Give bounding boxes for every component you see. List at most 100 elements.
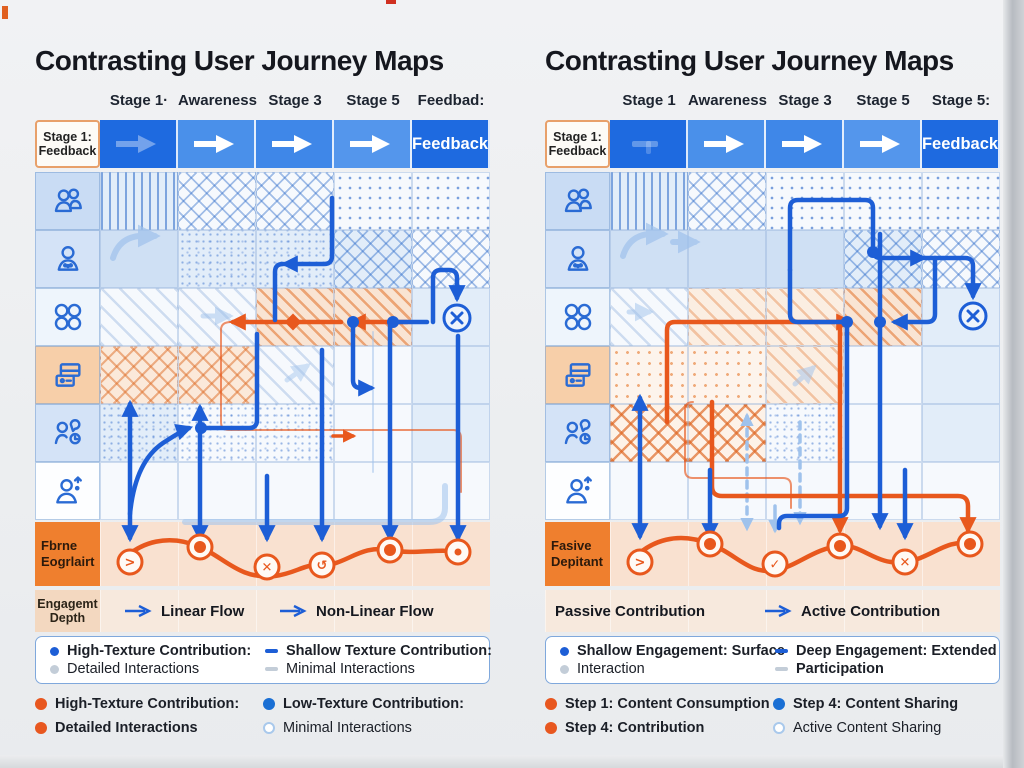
legend-item: High-Texture Contribution: [35,692,263,716]
grid-row [35,404,490,462]
grid-row [545,172,1000,230]
grid-cell [412,288,490,346]
legend-bullet-icon [545,722,557,734]
header-arrow-cell [178,120,256,168]
header-arrow-cell [766,120,844,168]
legend-item: Detailed Interactions [50,660,265,678]
column-header: Stage 5 [856,92,910,109]
grid-cell [610,172,688,230]
users-icon [564,188,592,213]
column-header: Stage 5: [931,92,991,109]
arrow-right-icon [116,135,156,153]
flow-legend-item: Linear Flow [123,590,244,632]
arrow-dash-icon [632,141,658,154]
grid-cell [178,346,256,404]
grid-row [545,462,1000,520]
legend-item: Interaction [560,660,775,678]
window-edge-right [1003,0,1024,768]
grid-cell [610,462,688,520]
legend-item: High-Texture Contribution: [50,642,265,660]
grid-cell [412,172,490,230]
page-title: Contrasting User Journey Maps [35,44,444,76]
grid-cell [922,230,1000,288]
texture-legend-box: High-Texture Contribution: Detailed Inte… [35,636,492,684]
legend-bullet-icon [560,664,569,674]
row-icon-cell [35,346,100,404]
column-header: Stage 3 [778,92,832,109]
column-header: Feedbad: [417,92,485,109]
row-icon-cell [35,404,100,462]
grid-cell [100,288,178,346]
grid-cell [334,288,412,346]
grid-cell [100,172,178,230]
grid-row [35,346,490,404]
grid-cell [610,230,688,288]
engagement-band: Fbrne Eogrlairt [35,522,490,586]
column-headers: Stage 1 Awareness Stage 3 Stage 5 Stage … [610,92,1000,116]
engagement-band: Fasive Depitant [545,522,1000,586]
legend-item: Participation [775,660,997,678]
grid-cell [100,230,178,288]
bottom-legend: Step 1: Content Consumption Step 4: Cont… [545,692,1000,740]
arrow-right-icon [194,135,234,153]
stage-label-line: Feedback [38,144,97,158]
grid-cell [610,404,688,462]
legend-item: Active Content Sharing [773,716,1000,740]
journey-map-panel-left: Contrasting User Journey Maps Stage 1· A… [35,0,492,768]
flow-arrow-icon [765,604,792,618]
stage-label-box: Stage 1: Feedback [35,120,100,168]
grid-cell [178,404,256,462]
header-arrow-cell [256,120,334,168]
flow-legend-row: Passive Contribution Active Contribution [545,590,1000,632]
row-icon-cell [545,404,610,462]
grid-cell [256,288,334,346]
grid-cell [100,462,178,520]
legend-item: Shallow Texture Contribution: [265,642,492,660]
column-header: Awareness [688,92,767,109]
legend-bullet-icon [265,667,278,671]
grid-row [35,172,490,230]
users-icon [54,188,82,213]
legend-bullet-icon [265,649,278,653]
legend-bullet-icon [50,664,59,674]
grid-cell [688,462,766,520]
row-icon-cell [545,462,610,520]
legend-bullet-icon [775,649,788,653]
grid-cell [178,230,256,288]
arrow-right-icon [782,135,822,153]
grid-cell [412,462,490,520]
storefront-icon [54,363,81,387]
team-clock-icon [54,419,81,445]
engagement-label: Fasive Depitant [545,522,610,586]
header-feedback-cell: Feedback [922,120,1000,168]
row-icon-cell [35,288,100,346]
row-icon-cell [35,462,100,520]
team-clock-icon [564,419,591,445]
grid-cell [922,288,1000,346]
grid-cell [256,172,334,230]
flow-legend-item: Non-Linear Flow [278,590,434,632]
grid-cell [334,346,412,404]
circles-icon [54,303,81,331]
row-icon-cell [35,230,100,288]
feedback-label: Feedback [921,134,999,153]
legend-bullet-icon [560,646,569,656]
user-icon [567,246,588,271]
arrow-right-icon [860,135,900,153]
grid-cell [688,172,766,230]
grid-cell [766,230,844,288]
grid-cell [844,172,922,230]
grid-cell [256,462,334,520]
legend-bullet-icon [773,698,785,710]
legend-item: Step 1: Content Consumption [545,692,773,716]
grid-row [545,288,1000,346]
screen-artifact [386,0,396,4]
grid-cell [766,288,844,346]
grid-cell [922,404,1000,462]
row-icon-cell [545,230,610,288]
row-icon-cell [545,288,610,346]
grid-cell [922,172,1000,230]
storefront-icon [564,363,591,387]
user-up-icon [55,476,82,504]
